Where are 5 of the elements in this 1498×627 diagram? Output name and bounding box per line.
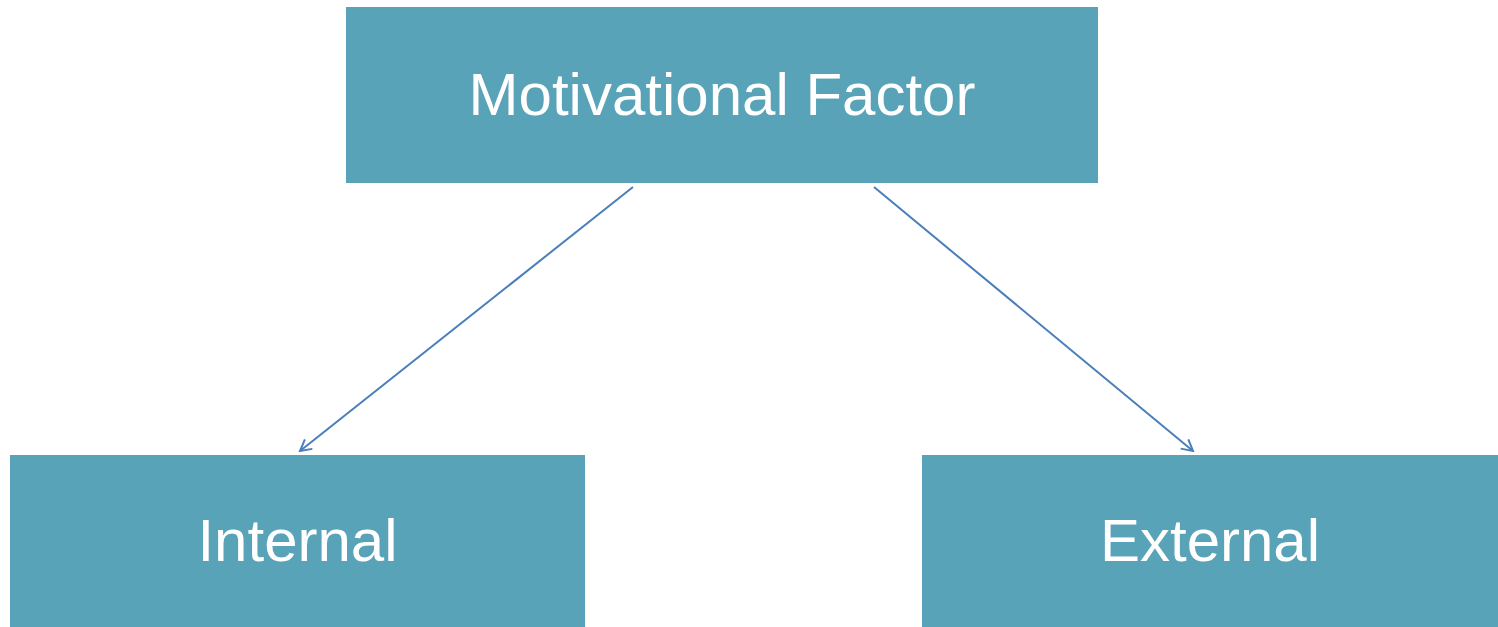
category-box: Internal bbox=[10, 455, 585, 627]
category-box: External bbox=[922, 455, 1498, 627]
category-box: Motivational Factor bbox=[346, 7, 1098, 183]
arrow bbox=[873, 186, 1194, 452]
arrow bbox=[299, 186, 634, 452]
